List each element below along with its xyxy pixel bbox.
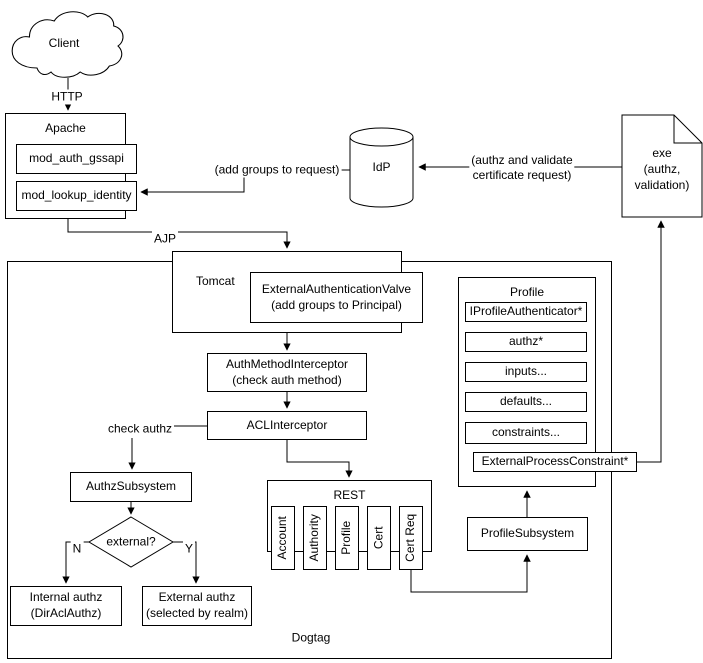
auth-method-line1: AuthMethodInterceptor xyxy=(225,356,349,371)
rest-service-certreq-label: Cert Req xyxy=(403,513,418,563)
apache-title: Apache xyxy=(45,121,86,135)
module-mod-auth-gssapi: mod_auth_gssapi xyxy=(16,144,137,174)
external-authentication-valve-box: ExternalAuthenticationValve (add groups … xyxy=(250,272,423,323)
dogtag-label: Dogtag xyxy=(291,630,331,645)
auth-method-line2: (check auth method) xyxy=(232,372,342,387)
internal-authz-box: Internal authz (DirAclAuthz) xyxy=(10,586,122,626)
external-authz-line2: (selected by realm) xyxy=(145,606,249,620)
external-authz-line1: External authz xyxy=(158,590,236,605)
exe-label-line3: validation) xyxy=(634,178,690,193)
authz-validate-line1: (authz and validate xyxy=(471,153,573,167)
rest-title: REST xyxy=(333,488,366,502)
connector-diamond-external xyxy=(173,541,200,584)
rest-service-profile: Profile xyxy=(335,506,359,570)
exe-document-shape xyxy=(621,114,703,218)
internal-authz-line1: Internal authz xyxy=(29,590,103,605)
exe-label: exe (authz, validation) xyxy=(622,138,702,200)
branch-yes-label: Y xyxy=(182,541,196,557)
connector-acl-rest xyxy=(286,440,353,478)
client-cloud-shape xyxy=(11,11,124,78)
rest-service-authority-label: Authority xyxy=(307,514,322,562)
idp-label: IdP xyxy=(372,160,391,175)
profile-subsystem-box: ProfileSubsystem xyxy=(467,517,588,551)
http-label: HTTP xyxy=(49,89,85,105)
internal-authz-line2: (DirAclAuthz) xyxy=(30,606,102,620)
exe-label-line1: exe xyxy=(652,145,672,160)
module-mod-lookup-identity: mod_lookup_identity xyxy=(16,181,137,211)
profile-item-iprofileauthenticator: IProfileAuthenticator* xyxy=(465,302,587,322)
tomcat-title: Tomcat xyxy=(196,274,235,288)
rest-service-account-label: Account xyxy=(275,516,290,560)
valve-line2: (add groups to Principal) xyxy=(271,297,402,312)
idp-cylinder-shape xyxy=(349,127,414,208)
external-authz-box: External authz (selected by realm) xyxy=(142,586,252,626)
auth-method-interceptor-box: AuthMethodInterceptor (check auth method… xyxy=(207,353,367,392)
authz-validate-label: (authz and validate certificate request) xyxy=(469,153,575,183)
rest-service-cert-label: Cert xyxy=(371,526,386,550)
external-decision-diamond xyxy=(88,516,174,568)
profile-item-inputs: inputs... xyxy=(465,362,587,382)
profile-item-authz: authz* xyxy=(465,332,587,352)
add-groups-label: (add groups to request) xyxy=(212,162,342,178)
rest-service-certreq: Cert Req xyxy=(399,506,423,570)
rest-service-account: Account xyxy=(271,506,295,570)
ajp-label: AJP xyxy=(151,231,179,247)
external-decision-label: external? xyxy=(106,534,156,549)
external-process-constraint-box: ExternalProcessConstraint* xyxy=(473,452,637,472)
rest-service-authority: Authority xyxy=(303,506,327,570)
profile-item-constraints: constraints... xyxy=(465,422,587,444)
acl-interceptor-box: ACLInterceptor xyxy=(207,411,367,440)
authz-subsystem-box: AuthzSubsystem xyxy=(70,472,192,502)
profile-title: Profile xyxy=(509,285,544,299)
authz-validate-line2: certificate request) xyxy=(472,168,572,182)
rest-service-profile-label: Profile xyxy=(339,520,354,556)
exe-label-line2: (authz, xyxy=(643,161,681,176)
client-label: Client xyxy=(48,35,80,50)
check-authz-label: check authz xyxy=(105,421,175,437)
connector-epc-exe xyxy=(637,220,665,463)
connector-certreq-profilesubsystem xyxy=(410,554,531,593)
rest-service-cert: Cert xyxy=(367,506,391,570)
valve-line1: ExternalAuthenticationValve xyxy=(261,281,412,296)
profile-item-defaults: defaults... xyxy=(465,392,587,412)
branch-no-label: N xyxy=(70,541,84,557)
